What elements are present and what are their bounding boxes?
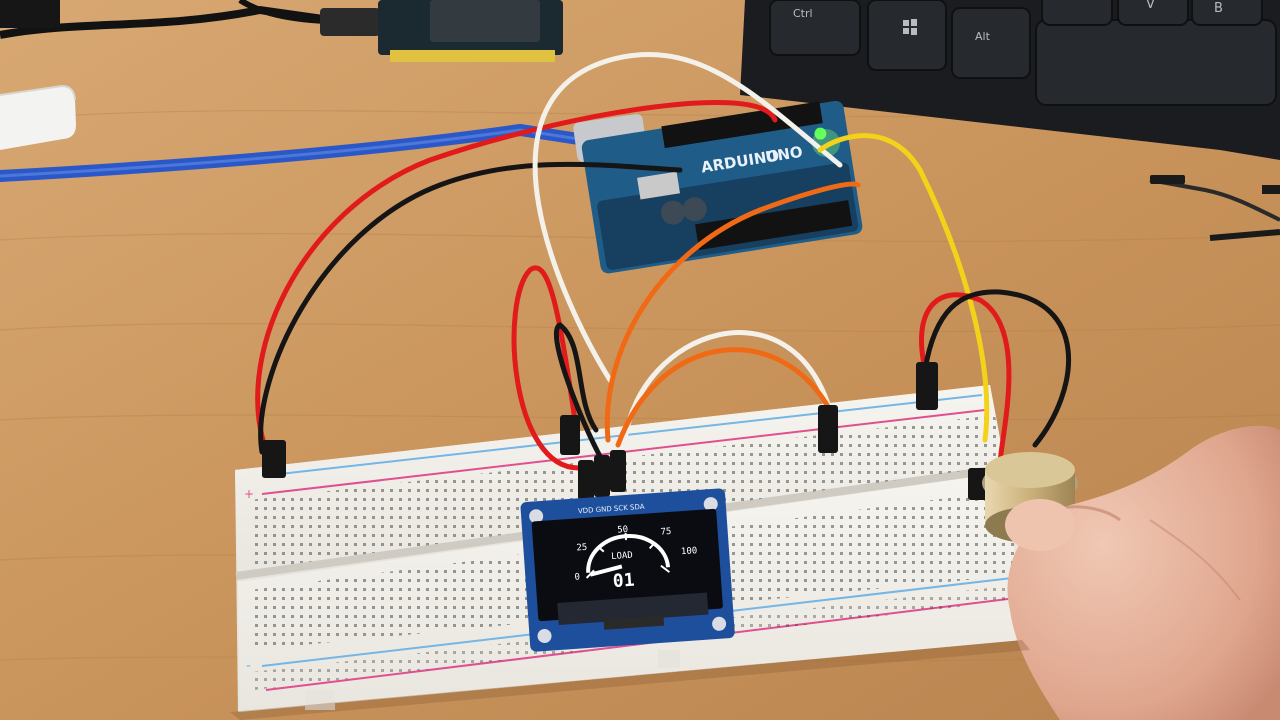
- rail-minus-sign: -: [246, 658, 251, 674]
- wire-black-left: [258, 161, 683, 455]
- wires: [255, 52, 1072, 471]
- key-ctrl-label: Ctrl: [793, 7, 813, 20]
- key-ctrl[interactable]: [769, 0, 861, 56]
- oled-module: VDD GND SCK SDA 0 25 50 75 100 LOAD 01: [520, 488, 735, 652]
- jumper-pins: [262, 362, 990, 500]
- key-v-label: V: [1146, 0, 1155, 12]
- key-v[interactable]: [1117, 0, 1189, 26]
- wire-yellow: [817, 133, 990, 443]
- key-b-label: B: [1214, 1, 1223, 16]
- gauge-needle: [589, 564, 623, 577]
- oled-screen: [531, 508, 723, 622]
- oled-gauge: 0 25 50 75 100 LOAD 01: [574, 525, 698, 592]
- windows-icon: [903, 19, 917, 35]
- wire-red-left: [255, 99, 778, 458]
- wire-white-center: [532, 52, 843, 383]
- gauge-tick-75: 75: [660, 527, 672, 538]
- key-b[interactable]: [1191, 0, 1263, 26]
- hand: [1005, 425, 1280, 720]
- gauge-label: LOAD: [611, 551, 633, 562]
- key-win[interactable]: [867, 0, 947, 71]
- esp-board: [0, 0, 563, 62]
- key-space[interactable]: [1035, 19, 1277, 106]
- loose-jumpers: [1149, 175, 1280, 241]
- wire-orange-arc: [615, 347, 833, 448]
- wire-black-short: [553, 322, 605, 463]
- key-alt[interactable]: [951, 7, 1031, 79]
- wire-black-right: [922, 289, 1072, 448]
- key-alt-label: Alt: [975, 30, 991, 43]
- wire-red-loop: [511, 265, 583, 471]
- usb-stick: [0, 84, 76, 150]
- arduino-uno: ARDUINO UNO: [581, 100, 863, 274]
- gauge-tick-50: 50: [617, 525, 629, 536]
- wire-red-right: [919, 292, 1012, 468]
- wire-orange-main: [604, 181, 861, 443]
- header-bottom: [695, 200, 853, 251]
- header-top: [661, 101, 823, 149]
- gauge-value: 01: [612, 570, 635, 592]
- keyboard: Ctrl Alt V B: [740, 0, 1280, 160]
- gauge-tick-0: 0: [574, 572, 580, 582]
- key-c[interactable]: [1041, 0, 1113, 26]
- gauge-tick-25: 25: [576, 543, 588, 554]
- rail-plus-sign: +: [244, 487, 254, 501]
- arduino-model: UNO: [764, 143, 804, 167]
- power-led: [814, 127, 827, 140]
- gauge-tick-100: 100: [681, 546, 698, 557]
- wire-white-arc: [622, 330, 833, 443]
